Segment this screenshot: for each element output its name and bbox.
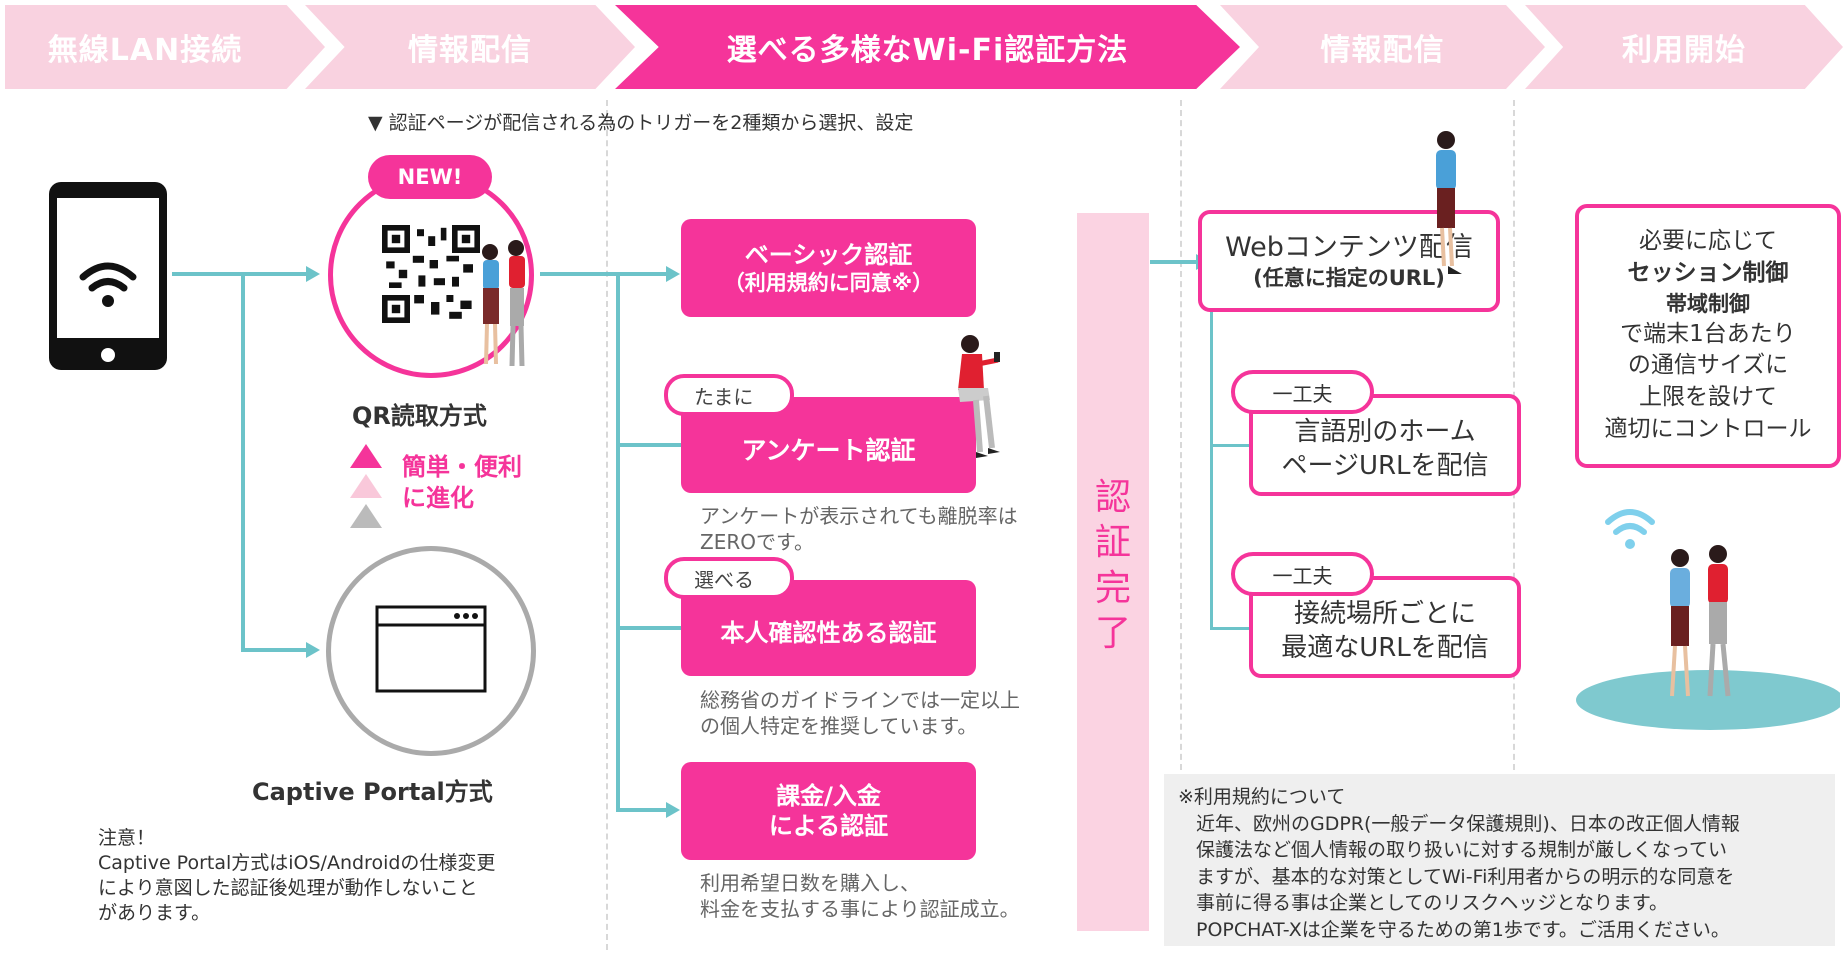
arrow-icon xyxy=(306,266,320,282)
triangle-icon xyxy=(350,444,382,528)
connector xyxy=(241,272,245,652)
survey-note: アンケートが表示されても離脱率は ZEROです。 xyxy=(700,504,1018,554)
step-label: 情報配信 xyxy=(1320,33,1445,68)
evolve-text: 簡単・便利 に進化 xyxy=(402,453,522,513)
arrow-icon xyxy=(666,266,680,282)
wifi-icon xyxy=(1605,509,1655,535)
bandwidth-control-box: 必要に応じて セッション制御 帯域制御 で端末1台あたり の通信サイズに 上限を… xyxy=(1575,204,1841,468)
connector xyxy=(616,443,682,447)
connector xyxy=(1210,312,1213,630)
divider xyxy=(1180,100,1182,780)
identity-auth-box: 本人確認性ある認証 xyxy=(681,580,976,676)
step-start-use: 利用開始 xyxy=(1525,5,1843,89)
connector xyxy=(540,272,674,276)
arrow-icon xyxy=(306,642,320,658)
step-auth-methods: 選べる多様なWi-Fi認証方法 xyxy=(615,5,1240,89)
tip-tag: 一工夫 xyxy=(1231,370,1374,414)
auth-complete-bar: 認 証 完 了 xyxy=(1077,213,1149,931)
terms-note: ※利用規約について 近年、欧州のGDPR(一般データ保護規則)、日本の改正個人情… xyxy=(1164,774,1835,946)
captive-caution: 注意！ Captive Portal方式はiOS/Androidの仕様変更 によ… xyxy=(98,827,496,925)
step-label: 無線LAN接続 xyxy=(47,33,243,68)
basic-auth-box: ベーシック認証 （利用規約に同意※） xyxy=(681,219,976,317)
person-sitting-illustration xyxy=(958,335,1000,458)
connector xyxy=(616,272,620,812)
identity-tag: 選べる xyxy=(664,557,794,599)
step-label: 利用開始 xyxy=(1622,33,1746,68)
browser-window-icon xyxy=(375,605,487,693)
connector xyxy=(1210,444,1254,447)
connector xyxy=(616,808,666,812)
divider xyxy=(606,100,608,950)
smartphone-icon xyxy=(49,182,167,370)
captive-portal-label: Captive Portal方式 xyxy=(252,778,493,806)
step-label: 情報配信 xyxy=(408,33,532,68)
woman-phone-illustration xyxy=(1436,131,1462,274)
new-badge: NEW! xyxy=(368,155,492,199)
connector xyxy=(241,648,311,652)
billing-note: 利用希望日数を購入し、 料金を支払する事により認証成立。 xyxy=(700,871,1020,921)
tip-tag: 一工夫 xyxy=(1231,552,1374,596)
identity-note: 総務省のガイドラインでは一定以上 の個人特定を推奨しています。 xyxy=(700,688,1020,738)
step-info-delivery-1: 情報配信 xyxy=(305,5,635,89)
qr-code-icon xyxy=(382,225,480,323)
wifi-users-illustration xyxy=(1576,509,1840,730)
qr-method-label: QR読取方式 xyxy=(352,402,487,430)
trigger-note: ▼ 認証ページが配信される為のトリガーを2種類から選択、設定 xyxy=(368,112,914,134)
billing-auth-box: 課金/入金 による認証 xyxy=(681,762,976,860)
step-info-delivery-2: 情報配信 xyxy=(1220,5,1545,89)
connector xyxy=(1210,627,1254,630)
connector xyxy=(616,626,682,630)
survey-tag: たまに xyxy=(664,374,794,416)
arrow-icon xyxy=(666,802,680,818)
wifi-icon xyxy=(79,262,137,292)
people-illustration xyxy=(482,240,525,367)
step-label: 選べる多様なWi-Fi認証方法 xyxy=(726,33,1129,68)
connector xyxy=(1150,260,1204,264)
step-wifi-connect: 無線LAN接続 xyxy=(5,5,325,89)
